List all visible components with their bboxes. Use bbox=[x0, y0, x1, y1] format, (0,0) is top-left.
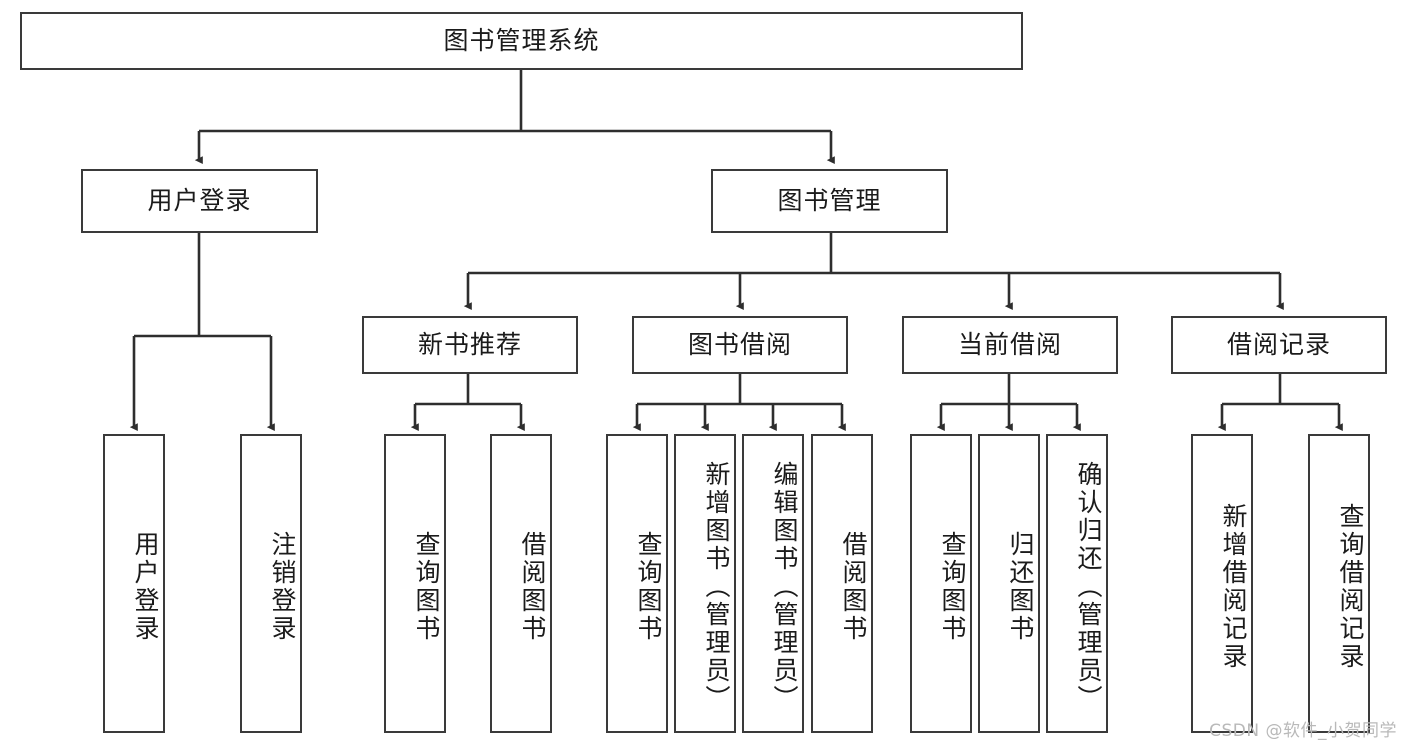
node-new-book-recommend[interactable]: 新书推荐 bbox=[362, 316, 578, 374]
leaf-add-record-label: 新增借阅记录 bbox=[1219, 502, 1248, 671]
node-book-borrow-label: 图书借阅 bbox=[687, 330, 792, 360]
node-root-label: 图书管理系统 bbox=[443, 26, 600, 56]
leaf-return-book-label: 归还图书 bbox=[1006, 530, 1035, 643]
leaf-query-book-1-label: 查询图书 bbox=[412, 530, 441, 643]
leaf-borrow-book-1[interactable]: 借阅图书 bbox=[490, 434, 552, 733]
node-book-borrow[interactable]: 图书借阅 bbox=[632, 316, 848, 374]
leaf-return-book[interactable]: 归还图书 bbox=[978, 434, 1040, 733]
leaf-confirm-return-label: 确认归还（管理员） bbox=[1074, 460, 1103, 713]
leaf-query-book-2[interactable]: 查询图书 bbox=[606, 434, 668, 733]
leaf-user-logout[interactable]: 注销登录 bbox=[240, 434, 302, 733]
leaf-edit-book[interactable]: 编辑图书（管理员） bbox=[742, 434, 804, 733]
leaf-user-login-label: 用户登录 bbox=[131, 530, 160, 643]
leaf-query-book-1[interactable]: 查询图书 bbox=[384, 434, 446, 733]
leaf-user-login[interactable]: 用户登录 bbox=[103, 434, 165, 733]
node-current-borrow[interactable]: 当前借阅 bbox=[902, 316, 1118, 374]
node-borrow-record-label: 借阅记录 bbox=[1226, 330, 1331, 360]
leaf-add-book[interactable]: 新增图书（管理员） bbox=[674, 434, 736, 733]
leaf-query-record[interactable]: 查询借阅记录 bbox=[1308, 434, 1370, 733]
node-borrow-record[interactable]: 借阅记录 bbox=[1171, 316, 1387, 374]
leaf-query-book-3[interactable]: 查询图书 bbox=[910, 434, 972, 733]
watermark: CSDN @软件_小贺同学 bbox=[1209, 721, 1397, 741]
leaf-add-book-label: 新增图书（管理员） bbox=[702, 460, 731, 713]
node-root[interactable]: 图书管理系统 bbox=[20, 12, 1023, 70]
node-user-login-label: 用户登录 bbox=[147, 186, 252, 216]
leaf-query-book-3-label: 查询图书 bbox=[938, 530, 967, 643]
leaf-confirm-return[interactable]: 确认归还（管理员） bbox=[1046, 434, 1108, 733]
leaf-user-logout-label: 注销登录 bbox=[268, 530, 297, 643]
node-current-borrow-label: 当前借阅 bbox=[957, 330, 1062, 360]
leaf-borrow-book-2-label: 借阅图书 bbox=[839, 530, 868, 643]
node-user-login[interactable]: 用户登录 bbox=[81, 169, 318, 233]
leaf-borrow-book-2[interactable]: 借阅图书 bbox=[811, 434, 873, 733]
node-new-book-recommend-label: 新书推荐 bbox=[417, 330, 522, 360]
leaf-query-book-2-label: 查询图书 bbox=[634, 530, 663, 643]
node-book-management-label: 图书管理 bbox=[777, 186, 882, 216]
leaf-borrow-book-1-label: 借阅图书 bbox=[518, 530, 547, 643]
leaf-edit-book-label: 编辑图书（管理员） bbox=[770, 460, 799, 713]
leaf-query-record-label: 查询借阅记录 bbox=[1336, 502, 1365, 671]
leaf-add-record[interactable]: 新增借阅记录 bbox=[1191, 434, 1253, 733]
node-book-management[interactable]: 图书管理 bbox=[711, 169, 948, 233]
